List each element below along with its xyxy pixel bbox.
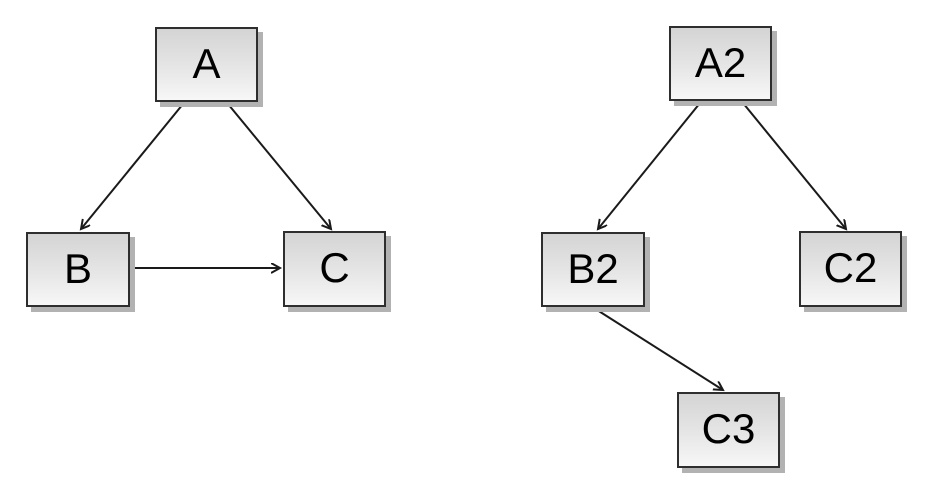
edge-b2-to-c3 — [593, 307, 723, 390]
node-c3[interactable]: C3 — [677, 392, 780, 468]
node-a2[interactable]: A2 — [669, 26, 772, 101]
edge-a-to-b — [81, 103, 184, 229]
node-label-b2: B2 — [567, 244, 619, 292]
edge-a2-to-b2 — [598, 102, 701, 229]
node-label-c3: C3 — [701, 405, 756, 452]
node-label-b: B — [63, 244, 92, 292]
node-label-a2: A2 — [694, 38, 747, 86]
edge-a-to-c — [227, 103, 331, 229]
node-c2[interactable]: C2 — [799, 231, 902, 307]
node-label-c2: C2 — [823, 244, 878, 291]
node-c[interactable]: C — [283, 231, 386, 307]
node-label-c: C — [319, 244, 350, 291]
node-b[interactable]: B — [26, 232, 130, 307]
node-a[interactable]: A — [155, 27, 258, 102]
node-b2[interactable]: B2 — [541, 232, 645, 307]
edge-a2-to-c2 — [742, 102, 846, 229]
node-label-a: A — [192, 39, 221, 87]
